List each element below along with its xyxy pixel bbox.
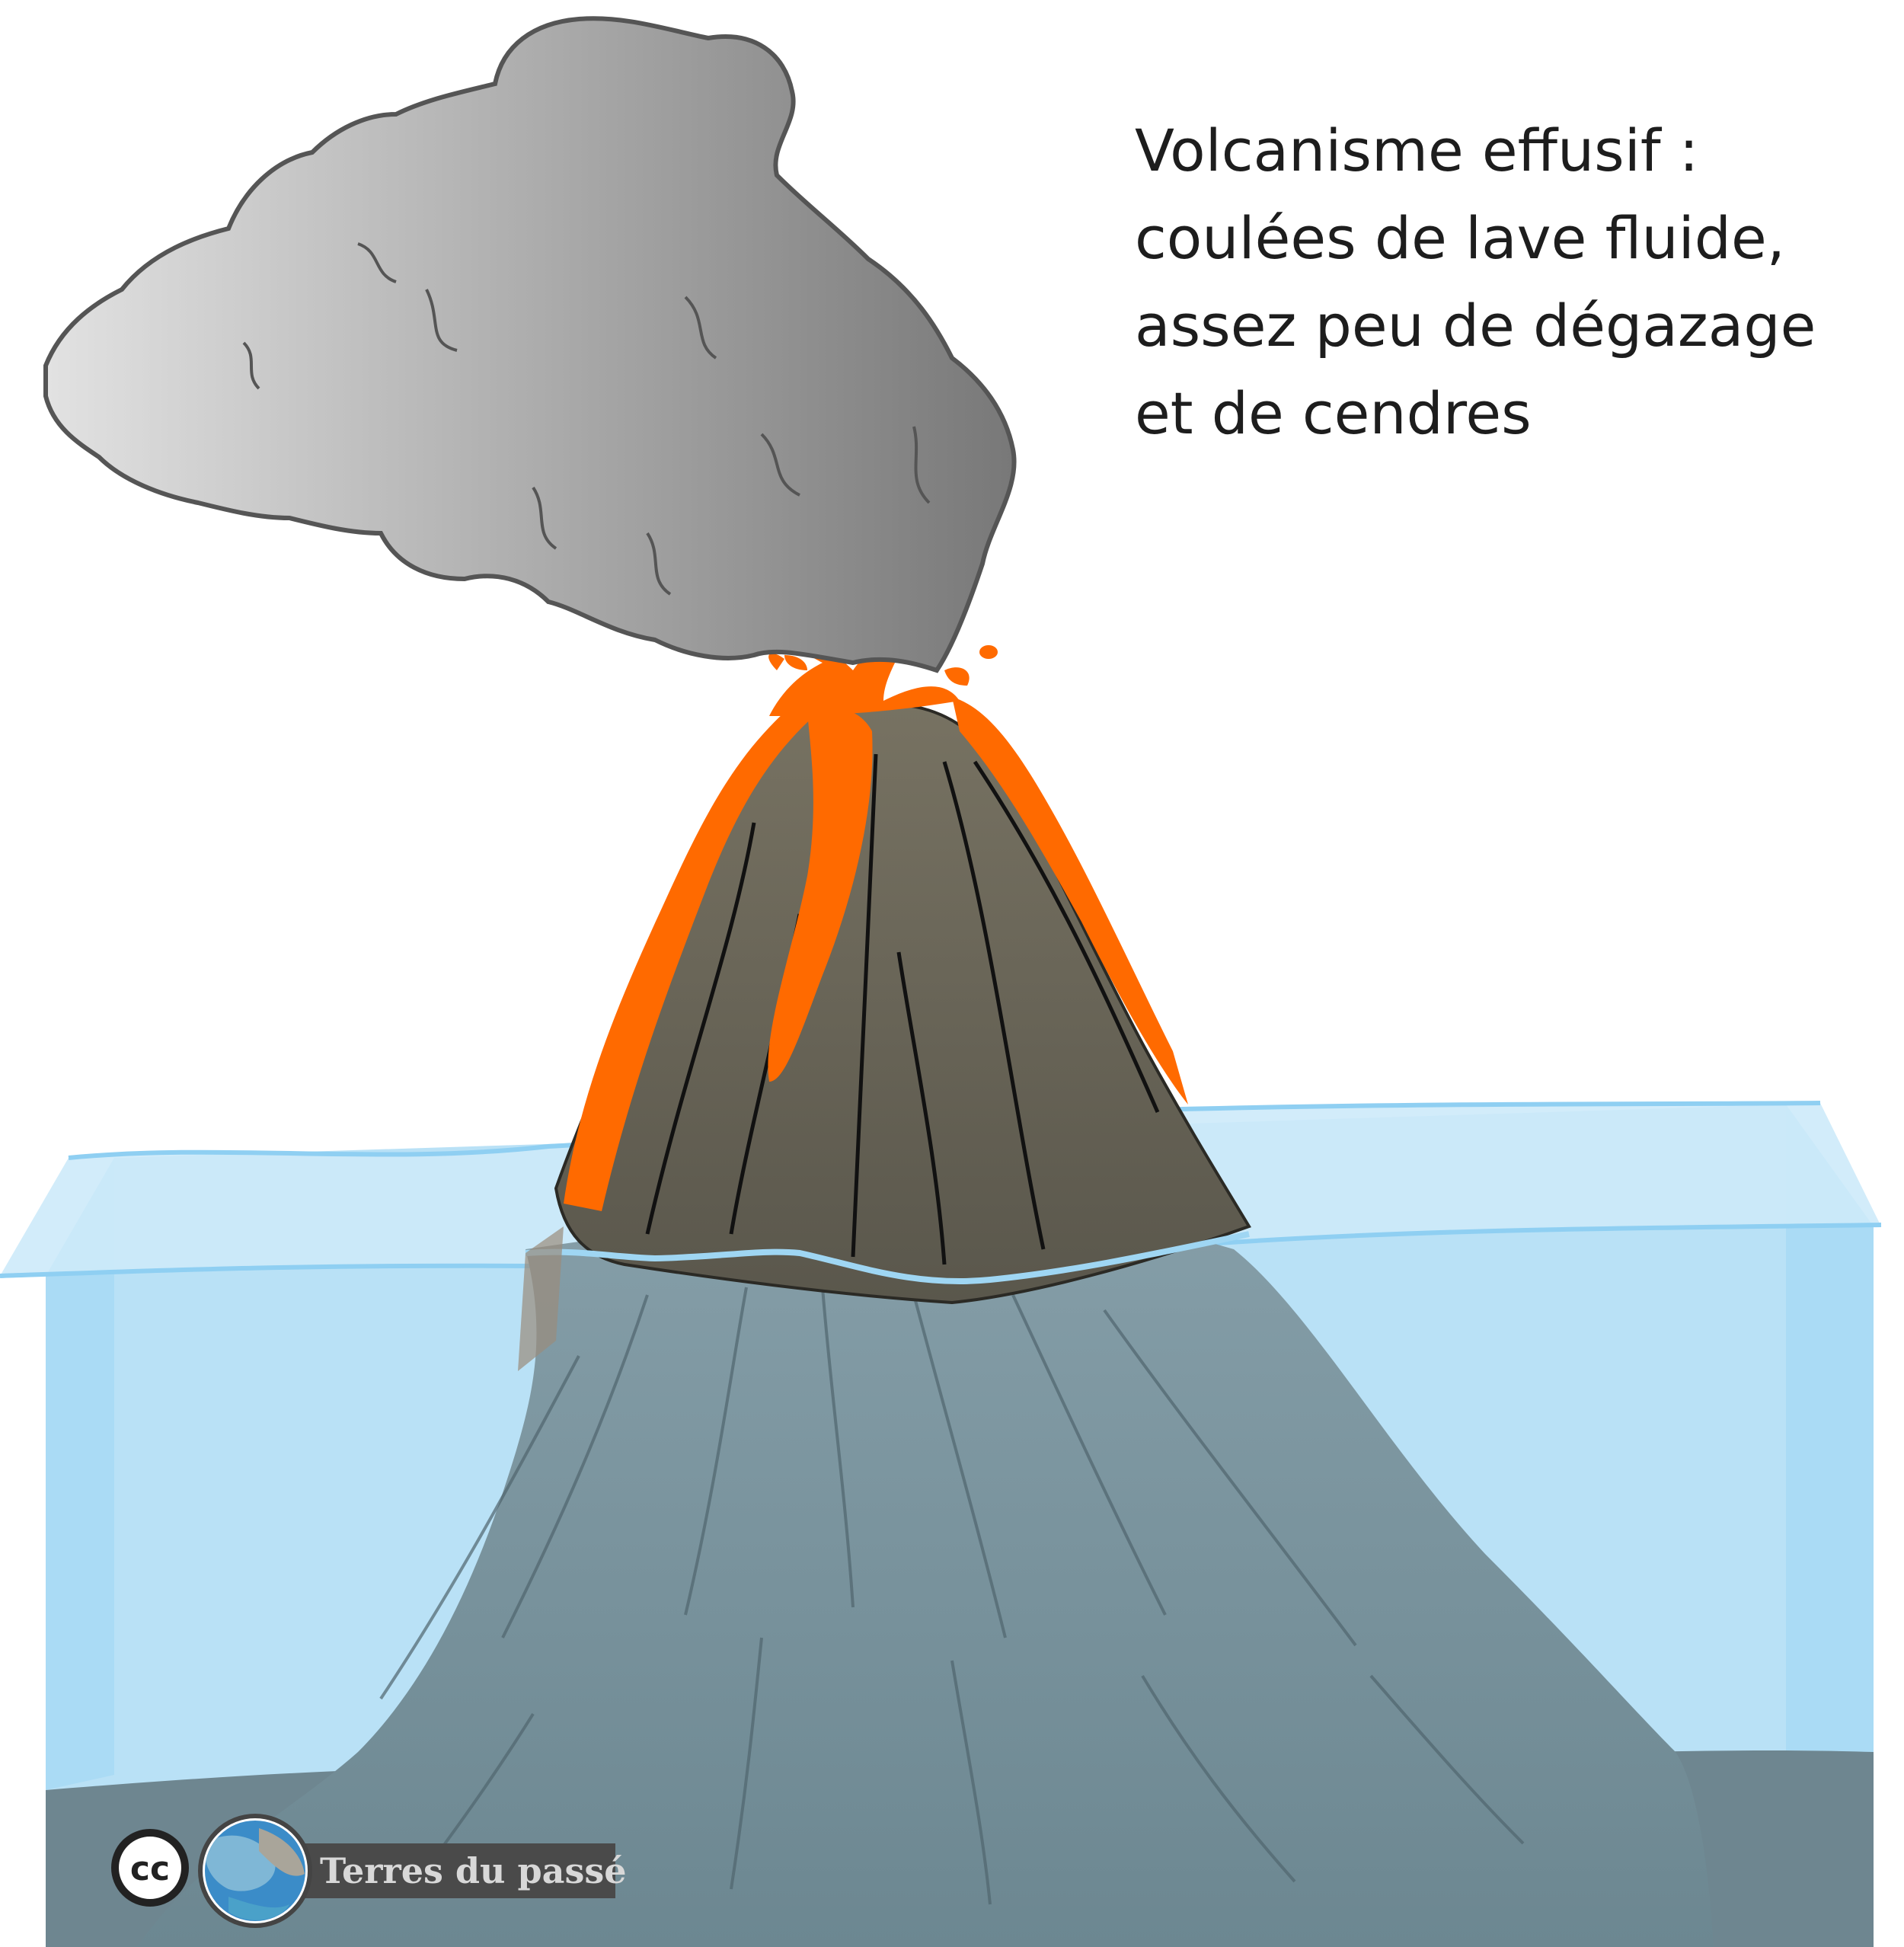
creative-commons-icon	[111, 1829, 189, 1907]
caption-line-4: et de cendres	[1135, 379, 1532, 447]
lava-flows	[564, 645, 1188, 1211]
caption-line-2: coulées de lave fluide,	[1135, 204, 1785, 272]
underwater-volcano	[137, 1234, 1714, 1947]
svg-text:cc: cc	[130, 1849, 170, 1888]
credit-logo: cc Terres du passé	[111, 1814, 627, 1928]
ash-cloud	[43, 16, 1017, 673]
caption-line-3: assez peu de dégazage	[1135, 292, 1816, 360]
globe-logo-icon	[198, 1814, 312, 1928]
caption: Volcanisme effusif : coulées de lave flu…	[1135, 107, 1816, 457]
credit-label: Terres du passé	[320, 1850, 627, 1891]
caption-line-1: Volcanisme effusif :	[1135, 117, 1699, 184]
